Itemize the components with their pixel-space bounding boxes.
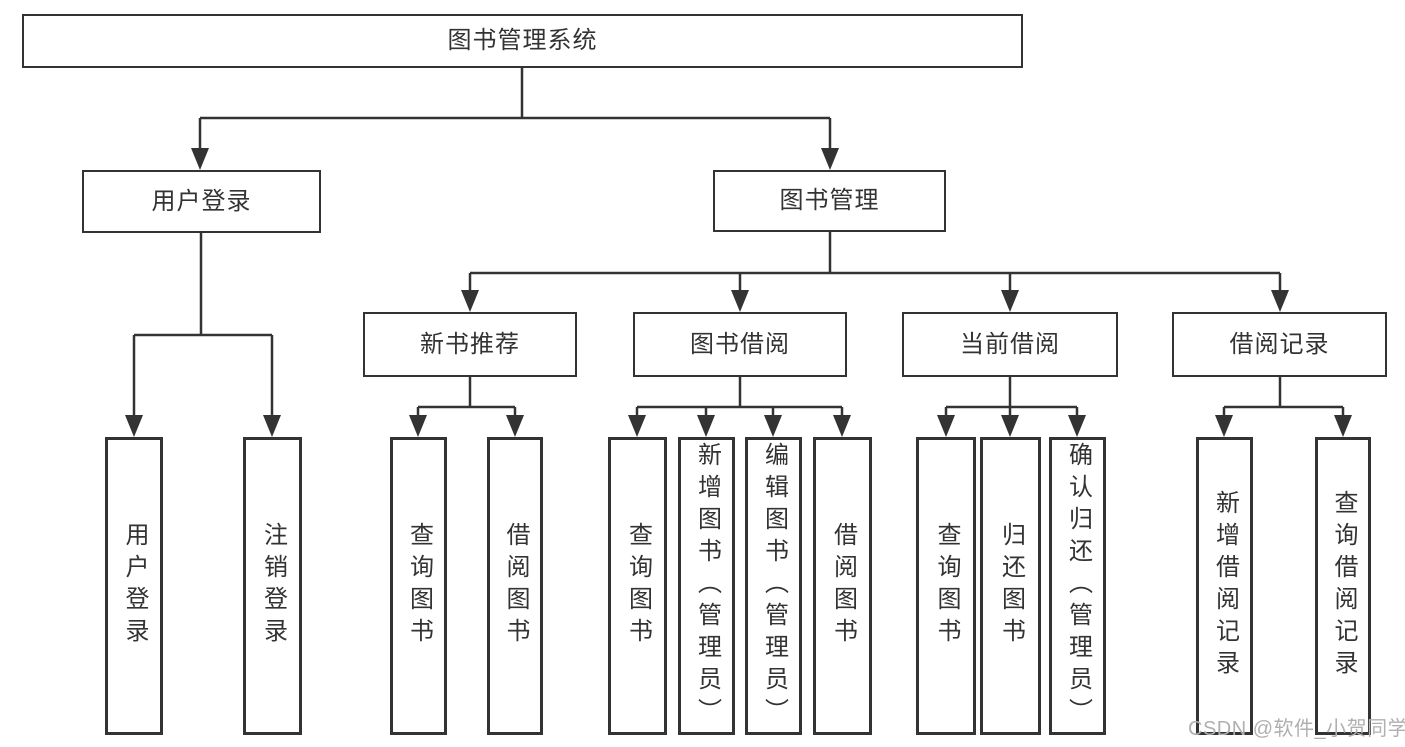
node-root-system: 图书管理系统 [22,14,1023,68]
leaf-borrow-book-2: 借阅图书 [813,437,872,735]
node-current-borrow: 当前借阅 [902,312,1118,377]
leaf-confirm-return-admin: 确认归还（管理员） [1049,437,1106,735]
watermark: CSDN @软件_小贺同学 [1188,718,1405,740]
leaf-query-borrow-record: 查询借阅记录 [1315,437,1371,735]
node-new-book-recommend: 新书推荐 [363,312,577,377]
node-book-borrow: 图书借阅 [633,312,847,377]
node-book-management-branch: 图书管理 [713,170,946,232]
leaf-user-login: 用户登录 [105,437,163,735]
leaf-edit-book-admin: 编辑图书（管理员） [745,437,802,735]
leaf-add-borrow-record: 新增借阅记录 [1196,437,1253,735]
node-user-login-branch: 用户登录 [82,170,321,233]
leaf-return-book: 归还图书 [980,437,1041,735]
leaf-logout: 注销登录 [243,437,302,735]
leaf-query-book-1: 查询图书 [390,437,447,735]
leaf-add-book-admin: 新增图书（管理员） [678,437,735,735]
node-borrow-record: 借阅记录 [1172,312,1387,377]
leaf-borrow-book-1: 借阅图书 [487,437,543,735]
leaf-query-book-2: 查询图书 [608,437,667,735]
leaf-query-book-3: 查询图书 [916,437,976,735]
